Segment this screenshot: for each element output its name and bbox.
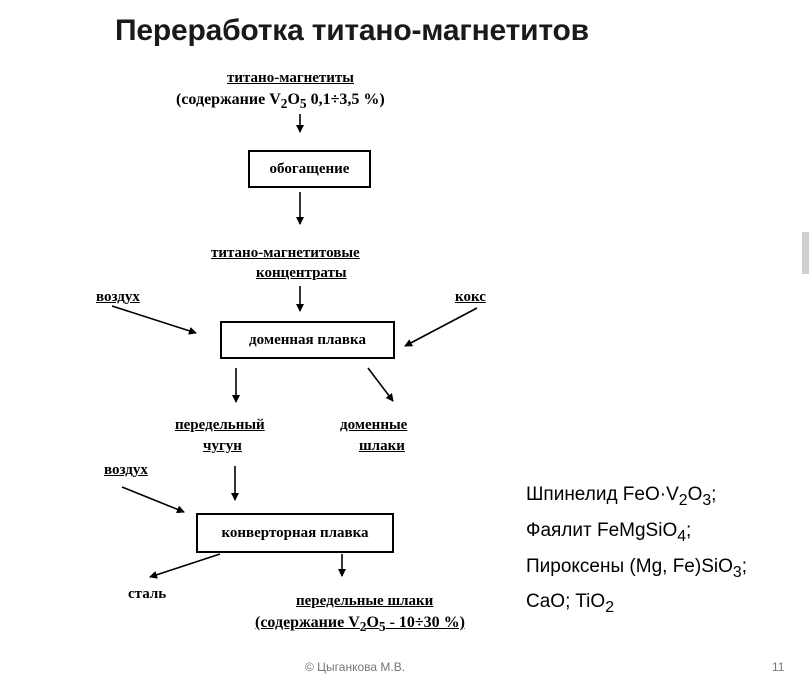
pig-iron-label-line2: чугун [203,438,242,454]
blast-slag-label-line1: доменные [340,417,408,433]
arrow-air-to-converter [121,486,185,514]
air-label-top: воздух [96,289,140,305]
arrow-converter-to-steel [149,553,221,579]
converter-box: конверторная плавка [196,513,394,553]
blast-slag-label-line2: шлаки [359,438,405,454]
ore-content-label: (содержание V2O5 0,1÷3,5 %) [176,91,385,112]
enrichment-box: обогащение [248,150,371,188]
arrow-coke-to-furnace [404,307,478,347]
cao-line: CaO; TiO2 [526,591,614,617]
slide-title: Переработка титано-магнетитов [115,14,589,47]
blast-furnace-box: доменная плавка [220,321,395,359]
footer-page-number: 11 [772,660,785,674]
concentrates-label-line1: титано-магнетитовые [211,245,360,261]
spinel-line: Шпинелид FeO·V2O3; [526,484,717,509]
steel-label: сталь [128,586,167,602]
footer-author: © Цыганкова М.В. [305,660,406,674]
scrollbar-thumb[interactable] [802,232,809,274]
converter-slag-label: передельные шлаки [296,593,434,609]
air-label-bottom: воздух [104,462,148,478]
arrow-furnace-to-slag [367,367,394,402]
slag-content-label: (содержание V2O5 - 10÷30 %) [255,614,465,635]
pig-iron-label-line1: передельный [175,417,265,433]
concentrates-label-line2: концентраты [256,265,347,281]
fayalite-line: Фаялит FeMgSiO4; [526,519,692,545]
minerals-list: Шпинелид FeO·V2O3; Фаялит FeMgSiO4; Пиро… [526,480,747,623]
ore-label: титано-магнетиты [227,70,355,86]
arrow-air-to-furnace [111,305,197,335]
pyroxene-line: Пироксены (Mg, Fe)SiO3; [526,555,747,581]
coke-label: кокс [455,289,486,305]
